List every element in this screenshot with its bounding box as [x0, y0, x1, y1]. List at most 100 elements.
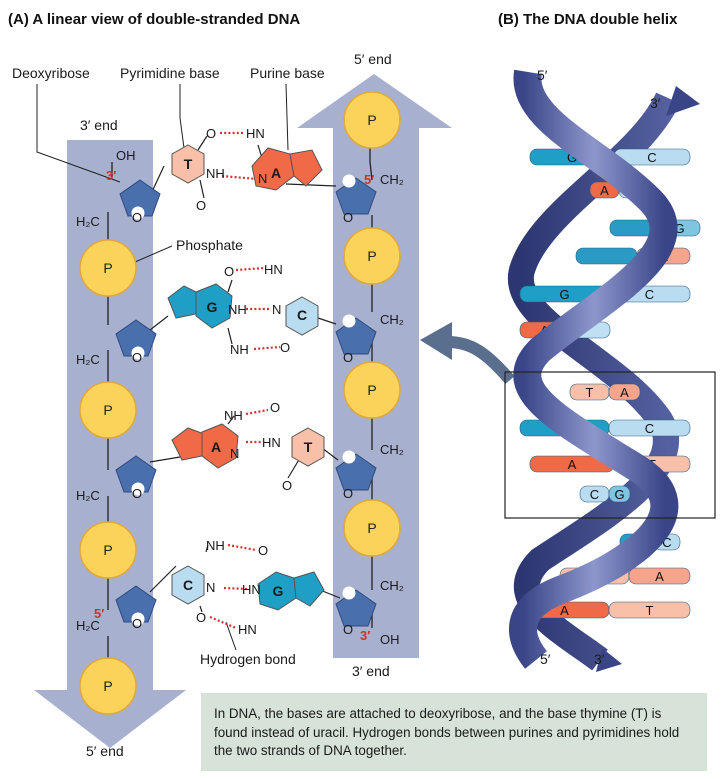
label-left-5-end: 5′ end [86, 743, 124, 759]
atom-hn: HN [262, 435, 281, 450]
prime-3-label: 3′ [360, 628, 370, 643]
caption-text: In DNA, the bases are attached to deoxyr… [214, 706, 680, 758]
label-right-3-end: 3′ end [352, 663, 390, 679]
phosphate-right-4 [343, 499, 401, 557]
pair-g-c [167, 283, 319, 336]
sugar-right-4 [335, 589, 377, 627]
atom-oh: OH [380, 632, 400, 647]
atom-n: N [258, 171, 267, 186]
atom-o: O [206, 126, 216, 141]
pair-c-g [171, 565, 325, 611]
phosphate-symbol: P [367, 248, 376, 264]
helix-bottom-arrowhead [596, 648, 622, 672]
atom-o: O [270, 400, 280, 415]
adenine-ring-5 [289, 149, 323, 187]
cytosine-ring-low [171, 565, 205, 605]
helix-base-letter: G [674, 221, 684, 236]
label-phosphate: Phosphate [176, 237, 243, 253]
atom-o: O [280, 340, 290, 355]
phosphate-right-2 [343, 227, 401, 285]
base-letter-g: G [207, 299, 218, 315]
helix-base-letter: A [560, 603, 569, 618]
helix-base-letter: C [662, 535, 671, 550]
helix-rung-right [608, 601, 691, 619]
atom-o: O [132, 486, 142, 501]
adenine-ring-mid [201, 423, 239, 469]
helix-3-end-arrowhead [666, 86, 700, 116]
helix-base-letter: T [586, 385, 594, 400]
helix-rung-right [608, 383, 641, 401]
helix-rung-right [608, 419, 691, 437]
atom-o: O [132, 616, 142, 631]
adenine-ring-5-mid [171, 427, 205, 461]
sugar-ring-o [131, 346, 145, 360]
helix-bottom-3-end: 3′ [594, 651, 605, 667]
sugar-ring-o [342, 314, 356, 328]
phosphate-symbol: P [367, 112, 376, 128]
thymine-ring [171, 144, 205, 184]
pair-t-a-top [171, 144, 323, 191]
phosphate-symbol: P [367, 382, 376, 398]
atom-o: O [196, 198, 206, 213]
atom-n: N [272, 302, 281, 317]
helix-top-3-end: 3′ [650, 95, 661, 111]
phosphate-right-3 [343, 361, 401, 419]
helix-base-letter: G [567, 150, 577, 165]
atom-hn: HN [238, 622, 257, 637]
atom-ch2: CH₂ [380, 442, 404, 457]
guanine-ring-5 [167, 285, 201, 319]
atom-ch2: CH₂ [380, 172, 404, 187]
sugar-ring-o [131, 206, 145, 220]
atom-nh: NH [224, 408, 243, 423]
atom-h2c: H₂C [76, 352, 100, 367]
atom-hn: HN [242, 582, 261, 597]
phosphate-symbol: P [367, 520, 376, 536]
panel-a-title: (A) A linear view of double-stranded DNA [8, 11, 301, 28]
sugar-ring-o [131, 612, 145, 626]
cytosine-ring [285, 296, 319, 336]
atom-nh: NH [206, 538, 225, 553]
guanine-ring-5-low [293, 571, 325, 607]
atom-o: O [196, 610, 206, 625]
label-pyrimidine-base: Pyrimidine base [120, 65, 220, 81]
helix-rung-right [628, 567, 691, 585]
helix-base-letter: A [600, 183, 609, 198]
prime-5-label: 5′ [94, 606, 104, 621]
helix-rung-right [608, 485, 631, 503]
atom-o: O [282, 478, 292, 493]
atom-o: O [343, 622, 353, 637]
atom-oh: OH [116, 148, 136, 163]
sugar-ring-o [342, 174, 356, 188]
caption-box: In DNA, the bases are attached to deoxyr… [201, 693, 707, 771]
helix-rung-left [575, 247, 638, 265]
atom-o: O [343, 210, 353, 225]
base-letter-c: C [297, 307, 307, 323]
left-backbone-arrow [34, 140, 186, 748]
sugar-right-2 [335, 317, 377, 355]
atom-n: N [206, 580, 215, 595]
sugar-right-1 [335, 177, 377, 215]
atom-nh: NH [230, 342, 249, 357]
helix-bottom-5-end: 5′ [540, 651, 551, 667]
zoom-arrow-head [420, 322, 452, 360]
helix-base-letter: T [646, 603, 654, 618]
helix-base-letter: A [620, 385, 629, 400]
label-purine-base: Purine base [250, 65, 325, 81]
base-letter-a: A [211, 439, 221, 455]
atom-n: N [230, 446, 239, 461]
helix-base-letter: C [647, 150, 656, 165]
phosphate-symbol: P [103, 402, 112, 418]
sugar-ring-o [342, 450, 356, 464]
atom-o: O [343, 486, 353, 501]
helix-base-letter: A [655, 569, 664, 584]
label-left-3-end: 3′ end [80, 117, 118, 133]
helix-front-strand [509, 69, 679, 669]
phosphate-left-1 [79, 239, 137, 297]
helix-base-letter: C [645, 421, 654, 436]
label-right-5-end: 5′ end [354, 51, 392, 67]
pair-a-t [171, 423, 325, 469]
atom-o: O [258, 543, 268, 558]
sugar-right-3 [335, 453, 377, 491]
base-letter-c: C [183, 577, 193, 593]
